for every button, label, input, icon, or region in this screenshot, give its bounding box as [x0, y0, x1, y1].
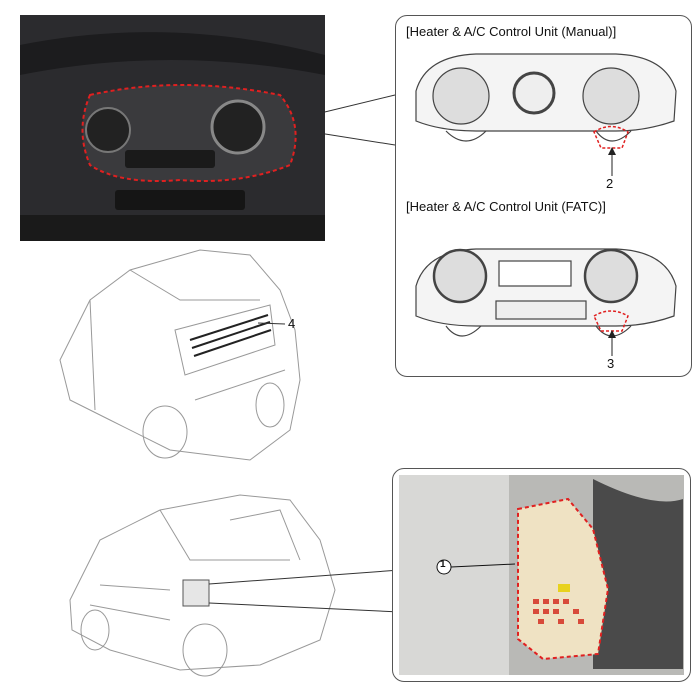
control-unit-drawings	[415, 53, 677, 356]
callout-3: 3	[607, 356, 615, 371]
fuse-box-photo: 1	[392, 468, 691, 682]
manual-unit-title: [Heater & A/C Control Unit (Manual)]	[406, 24, 617, 39]
fuse-box-location-marker	[182, 579, 210, 607]
callout-1: 1	[440, 559, 446, 570]
control-unit-panel: [Heater & A/C Control Unit (Manual)] [He…	[395, 15, 692, 377]
callout-2: 2	[606, 176, 614, 191]
callout-4: 4	[288, 316, 296, 331]
car-rear-outline	[59, 249, 301, 461]
dashboard-control-photo	[20, 15, 325, 241]
tailgate-defogger-lines	[189, 314, 272, 357]
fatc-unit-title: [Heater & A/C Control Unit (FATC)]	[406, 199, 606, 214]
car-front-outline	[69, 494, 336, 677]
